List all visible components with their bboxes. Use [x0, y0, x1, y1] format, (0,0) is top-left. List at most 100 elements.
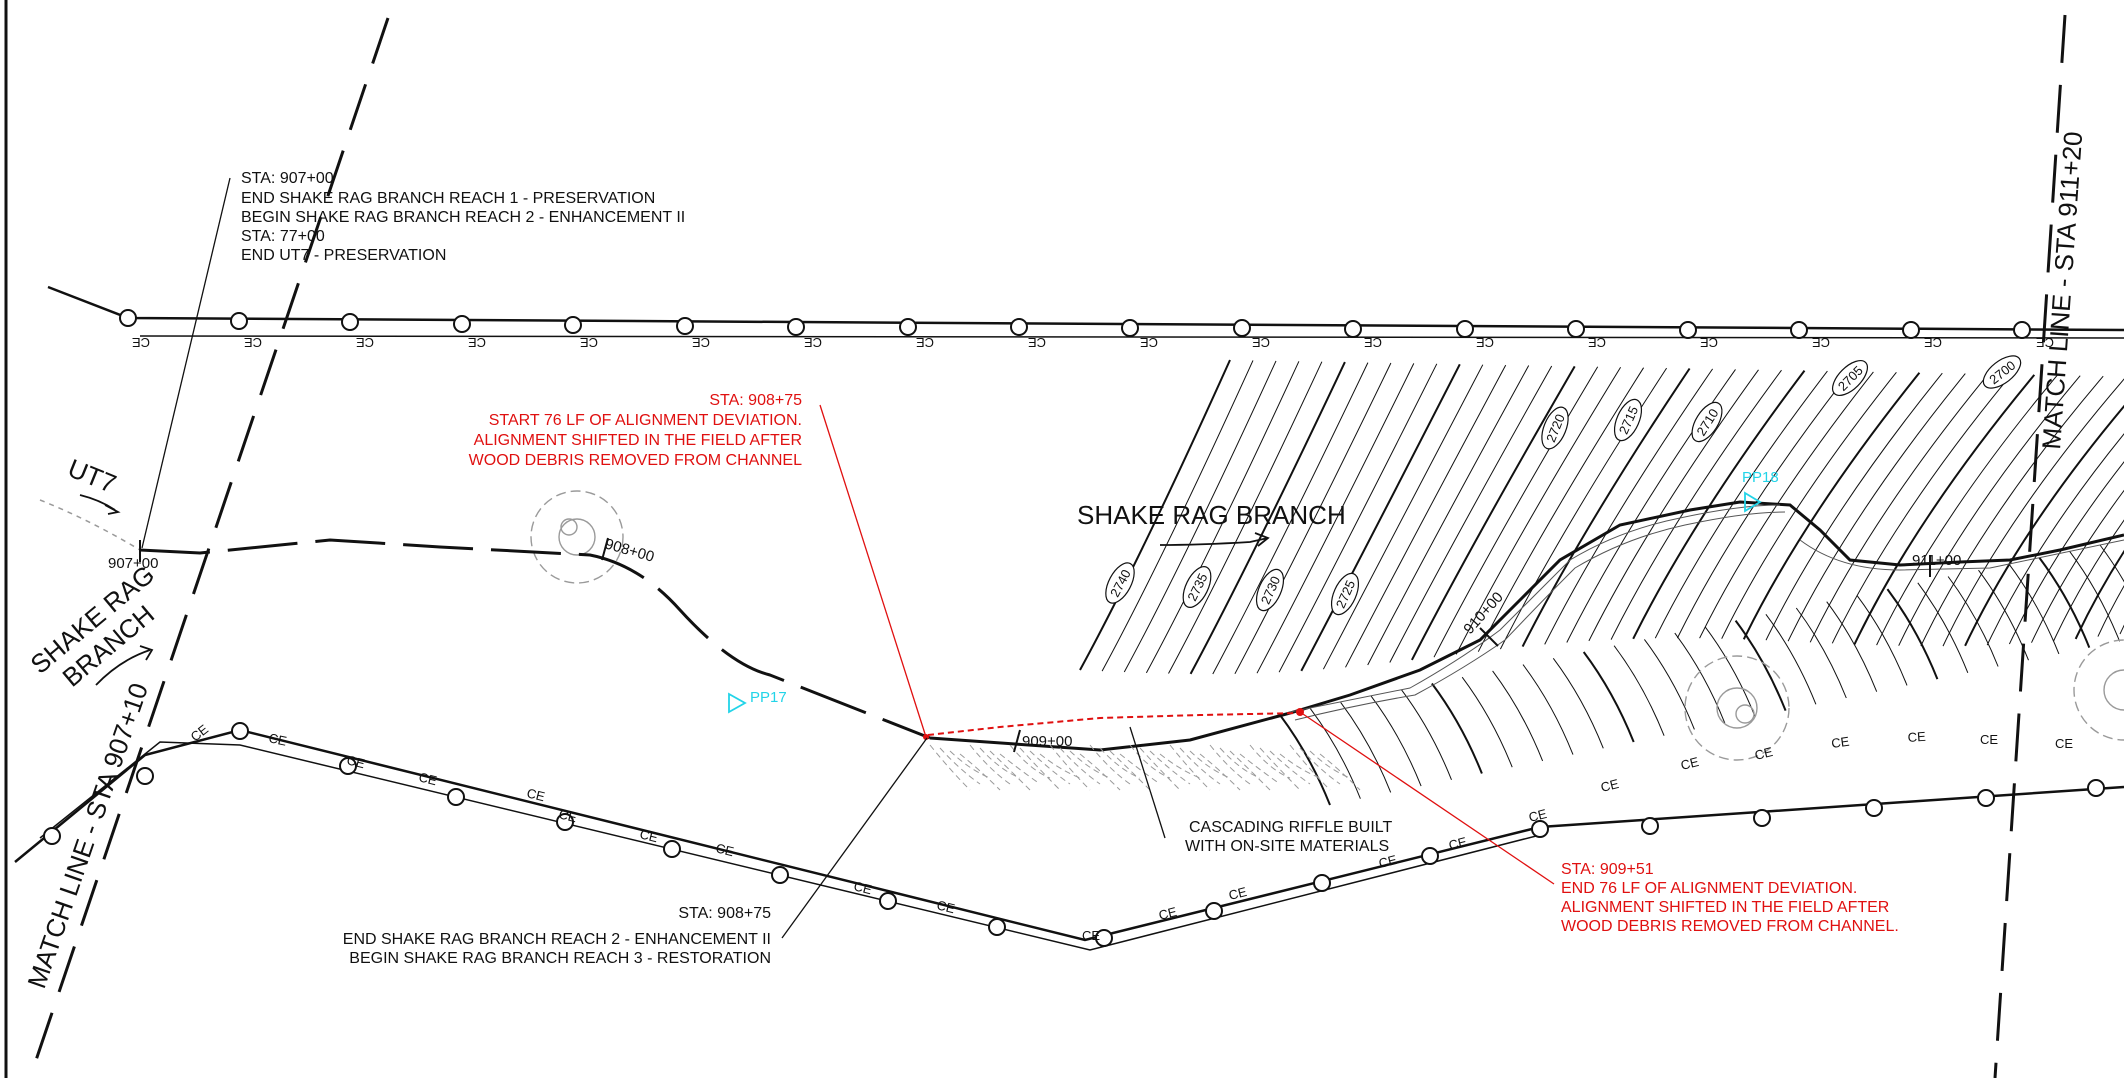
- contour-line: [1340, 702, 1392, 793]
- easement-ce-label: CE: [267, 730, 288, 748]
- easement-ce-label: CE: [132, 335, 150, 350]
- note-top-left: STA: 907+00 END SHAKE RAG BRANCH REACH 1…: [241, 170, 685, 264]
- contour-line: [1674, 632, 1726, 724]
- contour-line: [1552, 658, 1604, 749]
- contour-line: [1643, 639, 1695, 730]
- bank-hatch-line: [1199, 753, 1241, 791]
- contour-line: [1322, 364, 1484, 670]
- svg-text:STA: 909+51: STA: 909+51: [1561, 861, 1654, 878]
- contour-labels: 2740 2735 2730 2725 2720 2715 2710 2705: [1105, 355, 2022, 616]
- contour-line: [1477, 367, 1645, 652]
- easement-ce-label: CE: [935, 897, 956, 916]
- easement-ce-label: CE: [1830, 734, 1850, 751]
- contour-line: [1544, 368, 1714, 645]
- svg-text:ALIGNMENT SHIFTED IN THE FIELD: ALIGNMENT SHIFTED IN THE FIELD AFTER: [1561, 899, 1889, 916]
- photo-point-pp18: PP18: [1742, 469, 1779, 513]
- contour-lines: [1079, 359, 2124, 806]
- contour-line: [1613, 645, 1665, 736]
- contour-line: [2031, 489, 2124, 643]
- contour-line: [2008, 461, 2124, 645]
- easement-ce-label: CE: [1364, 335, 1382, 350]
- contour-line: [1765, 372, 1943, 641]
- bank-hatch-line: [1229, 750, 1271, 791]
- contour-line: [1699, 371, 1874, 639]
- bank-hatch-line: [1239, 753, 1281, 785]
- contour-line: [2099, 544, 2124, 583]
- contour-line: [1455, 366, 1622, 655]
- contour-line: [1389, 365, 1553, 663]
- easement-ce-label: CE: [1157, 904, 1178, 923]
- bank-hatch-line: [1049, 744, 1091, 791]
- svg-text:END UT7 - PRESERVATION: END UT7 - PRESERVATION: [241, 247, 446, 264]
- contour-line: [1431, 682, 1483, 774]
- station-909: 909+00: [1022, 733, 1072, 750]
- contour-line: [1522, 664, 1574, 755]
- easement-bottom: [14, 722, 2124, 951]
- contour-line: [1145, 361, 1300, 674]
- contour-line: [1492, 670, 1544, 762]
- ut7-label: UT7: [64, 453, 121, 499]
- easement-ce-label: CE: [916, 335, 934, 350]
- svg-text:STA: 908+75: STA: 908+75: [709, 392, 802, 409]
- match-line-right-label: MATCH LINE - STA 911+20: [2036, 130, 2088, 450]
- contour-line: [1676, 371, 1851, 639]
- contour-line: [1734, 620, 1787, 711]
- easement-ce-label: CE: [345, 752, 366, 771]
- contour-line: [1795, 607, 1847, 699]
- easement-top-monuments: [119, 309, 2031, 339]
- note-deviation-end: STA: 909+51 END 76 LF OF ALIGNMENT DEVIA…: [1561, 861, 1899, 935]
- contour-line: [1978, 569, 2029, 661]
- bank-hatch-line: [1179, 747, 1221, 785]
- contour-line: [1256, 363, 1415, 674]
- bank-hatch-line: [1009, 744, 1051, 779]
- contour-line: [2119, 624, 2124, 635]
- contour-line: [1367, 365, 1530, 666]
- riffle-stones: [1289, 504, 2124, 721]
- easement-ce-label: CE: [1447, 834, 1468, 853]
- contour-line: [1411, 365, 1576, 661]
- svg-text:START 76 LF OF ALIGNMENT DEVIA: START 76 LF OF ALIGNMENT DEVIATION.: [489, 412, 802, 429]
- svg-text:WITH ON-SITE MATERIALS: WITH ON-SITE MATERIALS: [1185, 838, 1389, 855]
- easement-ce-label: CE: [1588, 335, 1606, 350]
- station-ticks: [139, 537, 1931, 753]
- bank-hatch-line: [1029, 750, 1071, 785]
- restored-channel: [929, 500, 2124, 752]
- svg-text:PP18: PP18: [1742, 469, 1779, 486]
- contour-line: [1765, 614, 1817, 705]
- easement-ce-label: CE: [1753, 744, 1774, 763]
- svg-text:BEGIN SHAKE RAG BRANCH REACH 3: BEGIN SHAKE RAG BRANCH REACH 3 - RESTORA…: [349, 950, 771, 967]
- photo-point-pp17: PP17: [728, 689, 787, 714]
- contour-line: [1461, 676, 1513, 768]
- easement-ce-label: CE: [525, 785, 546, 804]
- easement-ce-label: CE: [1924, 335, 1942, 350]
- bank-hatch-line: [1129, 744, 1171, 779]
- bank-hatch-line: [1259, 747, 1301, 791]
- svg-text:WOOD DEBRIS REMOVED FROM CHANN: WOOD DEBRIS REMOVED FROM CHANNEL.: [1561, 918, 1899, 935]
- contour-line: [1831, 374, 2012, 644]
- contour-line: [1947, 576, 1999, 667]
- contour-label-2725: 2725: [1330, 572, 1360, 616]
- station-911: 911+00: [1912, 552, 1961, 569]
- contour-line: [2074, 549, 2124, 640]
- svg-text:CASCADING RIFFLE BUILT: CASCADING RIFFLE BUILT: [1189, 819, 1393, 836]
- station-907: 907+00: [108, 555, 158, 572]
- easement-ce-label: CE: [468, 335, 486, 350]
- easement-ce-label: CE: [804, 335, 822, 350]
- svg-text:STA: 77+00: STA: 77+00: [241, 228, 325, 245]
- easement-ce-label: CE: [1980, 732, 1998, 747]
- contour-line: [1876, 374, 2058, 646]
- contour-line: [2097, 585, 2124, 637]
- bank-hatch-line: [1269, 750, 1311, 785]
- bank-hatch-line: [1149, 750, 1191, 785]
- svg-text:END SHAKE RAG BRANCH REACH 2 -: END SHAKE RAG BRANCH REACH 2 - ENHANCEME…: [343, 931, 771, 948]
- match-line-right: [1993, 14, 2067, 1078]
- contour-line: [1588, 369, 1759, 642]
- contour-line: [1212, 362, 1369, 675]
- contour-line: [1654, 370, 1828, 639]
- bank-hatch-line: [1289, 744, 1331, 791]
- easement-ce-label: CE: [638, 826, 659, 845]
- tree-icon: [1684, 655, 1790, 761]
- contour-line: [1401, 689, 1452, 780]
- easement-ce-label: CE: [1252, 335, 1270, 350]
